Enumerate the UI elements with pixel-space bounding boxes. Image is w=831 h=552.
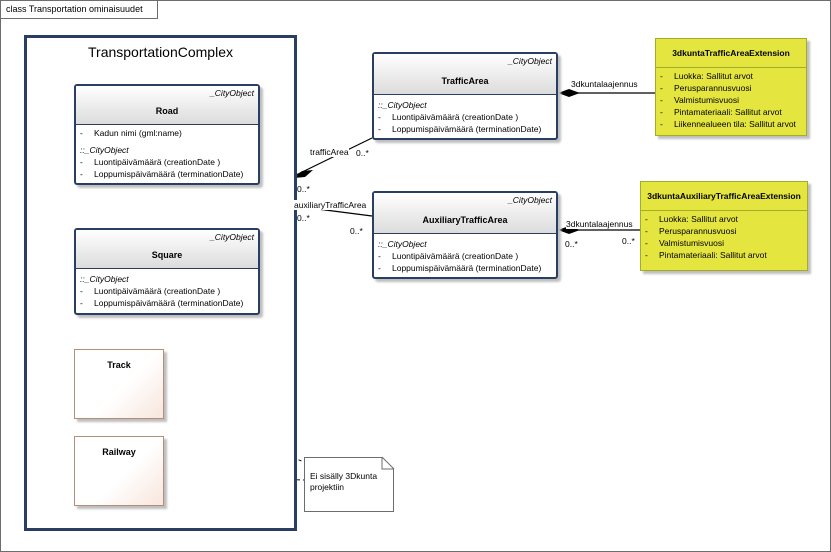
- aux-traffic-area-header: _CityObject AuxiliaryTrafficArea: [374, 193, 556, 234]
- road-name: Road: [155, 106, 179, 116]
- road-header: _CityObject Road: [76, 86, 258, 125]
- note-box[interactable]: Ei sisälly 3Dkunta projektiin: [304, 457, 394, 512]
- ext-traffic-attr-0: -Luokka: Sallitut arvot: [660, 71, 753, 81]
- ext-aux-attr-1: -Perusparannusvuosi: [645, 226, 737, 236]
- aux-mult-target: 0..*: [350, 226, 363, 236]
- ext-traffic-attr-4: -Liikennealueen tila: Sallitut arvot: [660, 119, 796, 129]
- traffic-area-extension-class[interactable]: 3dkuntaTrafficAreaExtension -Luokka: Sal…: [655, 38, 807, 136]
- traffic-area-stereotype: _CityObject: [508, 56, 552, 66]
- note-line-1: Ei sisälly 3Dkunta: [310, 471, 378, 481]
- traffic-area-extension-attributes: -Luokka: Sallitut arvot -Perusparannusvu…: [656, 68, 806, 132]
- traffic-area-extension-name: 3dkuntaTrafficAreaExtension: [656, 39, 806, 68]
- traffic-area-diamond: [294, 170, 313, 178]
- track-class[interactable]: Track: [74, 349, 164, 419]
- road-inherited-attr-1: -Loppumispäivämäärä (terminationDate): [80, 169, 244, 179]
- square-class[interactable]: _CityObject Square ::_CityObject -Luonti…: [74, 228, 260, 315]
- ext-aux-attr-0: -Luokka: Sallitut arvot: [645, 214, 738, 224]
- traffic-area-class[interactable]: _CityObject TrafficArea ::_CityObject -L…: [372, 52, 558, 140]
- traffic-area-name: TrafficArea: [441, 76, 489, 86]
- transportation-complex-title: TransportationComplex: [88, 44, 233, 60]
- aux-traffic-area-inherited-attr-1: -Loppumispäivämäärä (terminationDate): [378, 263, 542, 273]
- traffic-area-mult-source: 0..*: [297, 184, 310, 194]
- traffic-area-inherited-attr-1: -Loppumispäivämäärä (terminationDate): [378, 124, 542, 134]
- traffic-area-inherited-attr-0: -Luontipäivämäärä (creationDate ): [378, 112, 519, 122]
- ext-traffic-attr-3: -Pintamateriaali: Sallitut arvot: [660, 107, 782, 117]
- square-inherited-attr-0: -Luontipäivämäärä (creationDate ): [80, 286, 221, 296]
- traffic-area-header: _CityObject TrafficArea: [374, 54, 556, 95]
- aux-traffic-area-extension-name: 3dkuntaAuxiliaryTrafficAreaExtension: [641, 182, 807, 211]
- traffic-area-inherited: ::_CityObject: [378, 100, 427, 110]
- track-name: Track: [107, 360, 131, 370]
- road-class[interactable]: _CityObject Road -Kadun nimi (gml:name) …: [74, 84, 260, 185]
- aux-role-label: auxiliaryTrafficArea: [294, 200, 367, 210]
- square-attributes: ::_CityObject -Luontipäivämäärä (creatio…: [76, 269, 258, 312]
- aux-traffic-area-stereotype: _CityObject: [508, 195, 552, 205]
- aux-traffic-area-extension-class[interactable]: 3dkuntaAuxiliaryTrafficAreaExtension -Lu…: [640, 181, 808, 271]
- aux-traffic-area-extension-attributes: -Luokka: Sallitut arvot -Perusparannusvu…: [641, 211, 807, 263]
- frame-title: class Transportation ominaisuudet: [1, 1, 158, 19]
- traffic-area-attributes: ::_CityObject -Luontipäivämäärä (creatio…: [374, 95, 556, 138]
- square-inherited-attr-1: -Loppumispäivämäärä (terminationDate): [80, 298, 244, 308]
- railway-class[interactable]: Railway: [74, 436, 164, 506]
- traffic-area-role-label: trafficArea: [310, 147, 349, 157]
- traffic-area-mult-target: 0..*: [356, 148, 369, 158]
- ext-traffic-attr-2: -Valmistumisvuosi: [660, 95, 740, 105]
- ext-aux-mult-target: 0..*: [622, 236, 635, 246]
- square-name: Square: [151, 250, 183, 260]
- ext-aux-attr-2: -Valmistumisvuosi: [645, 238, 725, 248]
- aux-traffic-area-inherited: ::_CityObject: [378, 239, 427, 249]
- note-line-2: projektiin: [310, 482, 345, 492]
- ext-aux-attr-3: -Pintamateriaali: Sallitut arvot: [645, 250, 767, 260]
- square-stereotype: _CityObject: [210, 232, 254, 242]
- ext-traffic-attr-1: -Perusparannusvuosi: [660, 83, 752, 93]
- traffic-area-association: [293, 137, 373, 177]
- square-inherited: ::_CityObject: [80, 274, 129, 284]
- road-attributes: -Kadun nimi (gml:name) ::_CityObject -Lu…: [76, 125, 258, 183]
- ext-traffic-role-label: 3dkuntalaajennus: [571, 79, 638, 89]
- square-header: _CityObject Square: [76, 230, 258, 269]
- ext-traffic-diamond: [558, 89, 580, 97]
- aux-traffic-area-class[interactable]: _CityObject AuxiliaryTrafficArea ::_City…: [372, 191, 558, 279]
- aux-traffic-area-inherited-attr-0: -Luontipäivämäärä (creationDate ): [378, 251, 519, 261]
- railway-name: Railway: [102, 447, 136, 457]
- road-attr-0: -Kadun nimi (gml:name): [80, 128, 182, 138]
- road-inherited: ::_CityObject: [80, 145, 129, 155]
- road-stereotype: _CityObject: [210, 88, 254, 98]
- road-inherited-attr-0: -Luontipäivämäärä (creationDate ): [80, 157, 221, 167]
- ext-aux-mult-source: 0..*: [565, 239, 578, 249]
- aux-traffic-area-name: AuxiliaryTrafficArea: [422, 215, 508, 225]
- ext-aux-role-label: 3dkuntalaajennus: [566, 219, 633, 229]
- aux-traffic-area-attributes: ::_CityObject -Luontipäivämäärä (creatio…: [374, 234, 556, 277]
- aux-mult-source: 0..*: [297, 213, 310, 223]
